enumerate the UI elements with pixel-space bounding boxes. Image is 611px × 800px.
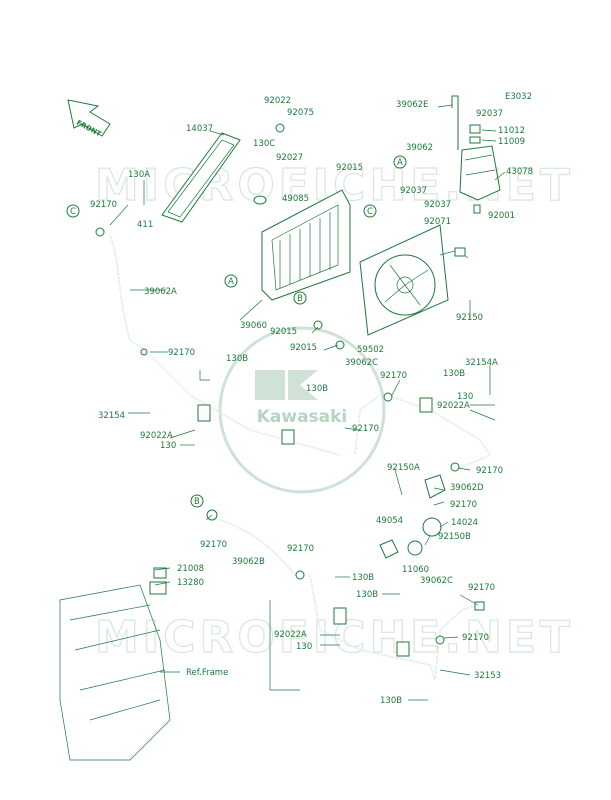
callout-a-2: A — [397, 158, 403, 168]
pipe-32154A — [394, 397, 491, 471]
part-label: 130A — [128, 170, 150, 180]
part-label: 92170 — [468, 583, 495, 593]
part-label: 39062D — [450, 483, 484, 493]
fan-assembly-59502 — [359, 224, 469, 336]
part-label: 92170 — [450, 500, 477, 510]
callout-c-1: C — [367, 207, 373, 217]
part-label: 130B — [380, 696, 402, 706]
callout-markers: A A B B C C — [66, 155, 407, 508]
part-label: 39062E — [396, 100, 428, 110]
part-labels: 92022 92075 130C 92027 14037 130A 411 92… — [90, 96, 533, 706]
part-label: 39062 — [406, 143, 433, 153]
part-label: 92170 — [200, 540, 227, 550]
ref-frame-label: Ref.Frame — [186, 668, 228, 678]
pipe-32153 — [309, 574, 479, 681]
thermostat-assembly — [379, 474, 446, 559]
reservoir-tank — [451, 95, 501, 214]
part-label: 92071 — [424, 217, 451, 227]
part-label: 92170 — [90, 200, 117, 210]
part-label: 92022 — [264, 96, 291, 106]
part-label: 92150B — [438, 532, 471, 542]
part-label: 39062C — [420, 576, 453, 586]
part-label: 130B — [443, 369, 465, 379]
part-label: 32154 — [98, 411, 125, 421]
part-label: 92022A — [274, 630, 307, 640]
part-label: 92015 — [270, 327, 297, 337]
part-label: 92075 — [287, 108, 314, 118]
part-label: 92015 — [290, 343, 317, 353]
diagram-code: E3032 — [505, 92, 532, 102]
part-label: 130B — [356, 590, 378, 600]
part-label: 92170 — [352, 424, 379, 434]
brand-label: Kawasaki — [257, 407, 348, 427]
part-label: 92170 — [462, 633, 489, 643]
callout-b-2: B — [194, 497, 200, 507]
part-label: 92150A — [387, 463, 420, 473]
pipe-32154 — [149, 354, 381, 456]
part-label: 14037 — [186, 124, 213, 134]
callout-a-1: A — [228, 277, 234, 287]
screen-14037 — [161, 132, 241, 223]
part-label: 59502 — [357, 345, 384, 355]
part-label: 130 — [160, 441, 176, 451]
part-label: 92015 — [336, 163, 363, 173]
part-label: 32153 — [474, 671, 501, 681]
part-label: 92027 — [276, 153, 303, 163]
part-label: 43078 — [506, 167, 533, 177]
part-label: 14024 — [451, 518, 478, 528]
kawasaki-logo: Kawasaki — [218, 326, 386, 494]
part-label: 92037 — [476, 109, 503, 119]
part-label: 92037 — [400, 186, 427, 196]
part-label: 39060 — [240, 321, 267, 331]
part-label: 411 — [137, 220, 153, 230]
part-label: 21008 — [177, 564, 204, 574]
part-label: 92170 — [287, 544, 314, 554]
part-label: 49085 — [282, 194, 309, 204]
part-label: 92170 — [476, 466, 503, 476]
part-label: 92001 — [488, 211, 515, 221]
part-label: 92170 — [168, 348, 195, 358]
part-label: 13280 — [177, 578, 204, 588]
part-label: 11060 — [402, 565, 429, 575]
callout-b-1: B — [297, 294, 303, 304]
part-label: 92037 — [424, 200, 451, 210]
callout-c-2: C — [70, 207, 76, 217]
frame-reference — [59, 567, 171, 761]
front-arrow-icon: FRONT — [67, 99, 111, 138]
part-label: 92150 — [456, 313, 483, 323]
part-label: 92022A — [437, 401, 470, 411]
part-label: 130 — [457, 392, 473, 402]
part-label: 130C — [253, 139, 275, 149]
part-label: 39062A — [144, 287, 177, 297]
part-label: 92022A — [140, 431, 173, 441]
part-label: 130 — [296, 642, 312, 652]
part-label: 11012 — [498, 126, 525, 136]
part-label: 32154A — [465, 358, 498, 368]
part-label: 130B — [352, 573, 374, 583]
part-label: 130B — [226, 354, 248, 364]
part-label: 11009 — [498, 137, 525, 147]
part-label: 130B — [306, 384, 328, 394]
radiator-39060 — [253, 189, 351, 301]
leader-lines — [109, 104, 506, 701]
part-label: 39062C — [345, 358, 378, 368]
part-label: 92170 — [380, 371, 407, 381]
part-label: 39062B — [232, 557, 265, 567]
part-label: 49054 — [376, 516, 403, 526]
watermark-bottom: MICROFICHE.NET — [95, 612, 574, 663]
